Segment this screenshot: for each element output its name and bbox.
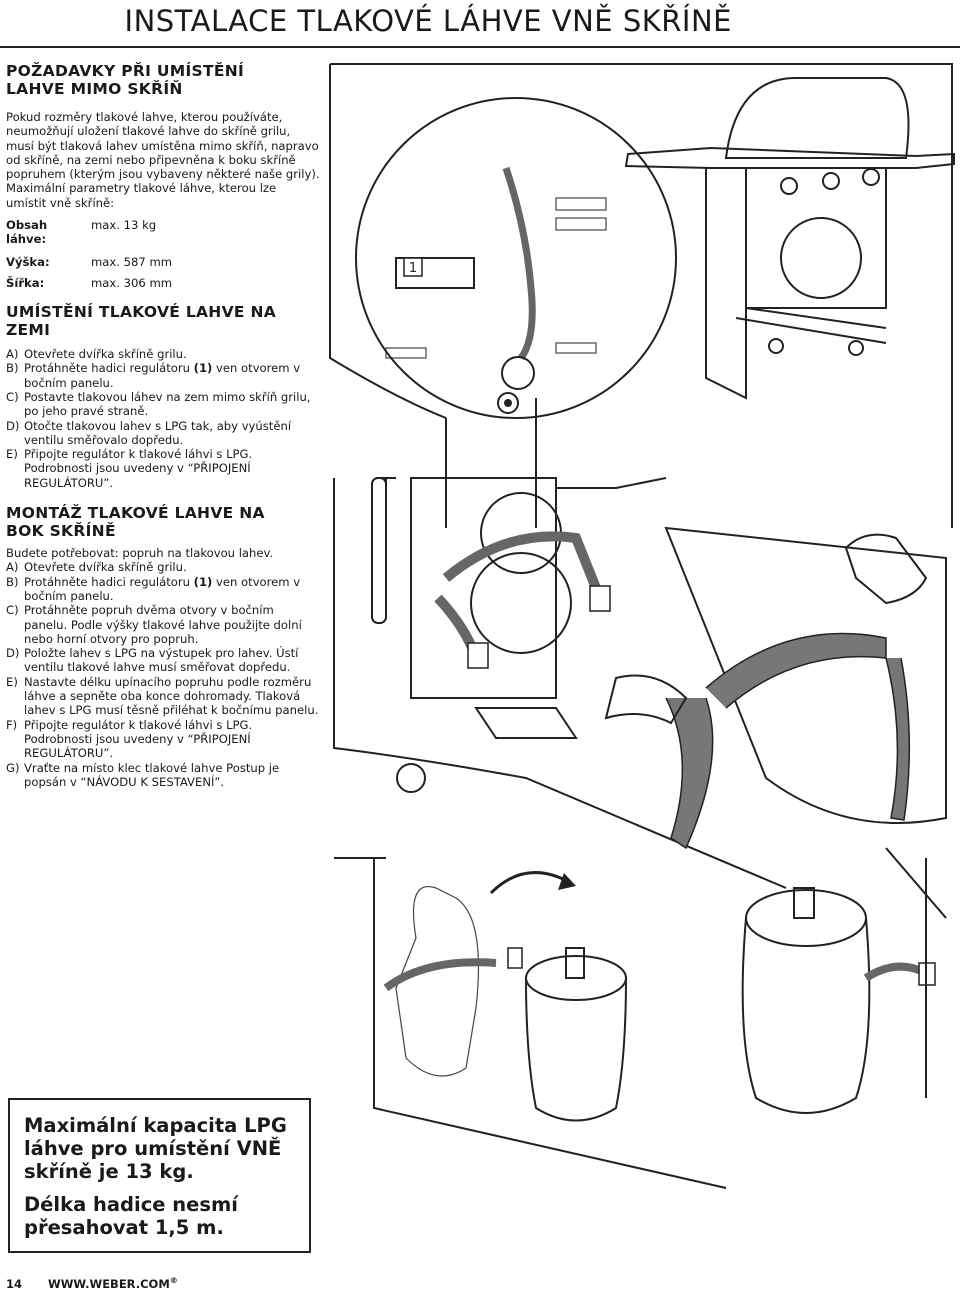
spec-row: Šířka: max. 306 mm — [6, 276, 320, 290]
list-item: E) Nastavte délku upínacího popruhu podle… — [6, 675, 320, 718]
list-item: G) Vraťte na místo klec tlakové lahve Pos… — [6, 761, 320, 790]
callout-label: 1 — [409, 261, 417, 276]
list-item: A) Otevřete dvířka skříně grilu. — [6, 347, 320, 361]
hand-icon — [844, 533, 928, 605]
step-letter: F) — [6, 717, 18, 732]
warning-hose-length: Délka hadice nesmí přesahovat 1,5 m. — [24, 1193, 238, 1239]
step-letter: D) — [6, 646, 20, 661]
list-item: D) Položte lahev s LPG na výstupek pro la… — [6, 646, 320, 675]
arrow-icon — [489, 871, 572, 895]
step-text: Připojte regulátor k tlakové láhvi s LPG… — [24, 447, 253, 490]
cylinder-ghost-icon — [395, 886, 480, 1077]
installation-illustration: 1 — [329, 63, 955, 1189]
spec-row: Výška: max. 587 mm — [6, 255, 320, 269]
step-letter: A) — [6, 347, 19, 362]
list-item: B) Protáhněte hadici regulátoru (1) ven o… — [6, 575, 320, 604]
step-text: Otevřete dvířka skříně grilu. — [24, 560, 187, 575]
spec-row: Obsah láhve: max. 13 kg — [6, 218, 320, 246]
cylinder-figure — [334, 847, 947, 1189]
step-letter: D) — [6, 418, 20, 433]
step-text: Otočte tlakovou lahev s LPG tak, aby vyú… — [24, 418, 292, 447]
regulator-icon — [501, 356, 535, 390]
buckle-icon — [589, 585, 611, 612]
step-text: Otevřete dvířka skříně grilu. — [24, 347, 187, 362]
step-letter: B) — [6, 574, 19, 589]
step-text: Položte lahev s LPG na výstupek pro lahe… — [24, 646, 299, 675]
list-item: B) Protáhněte hadici regulátoru (1) ven o… — [6, 361, 320, 390]
spec-label: Šířka: — [6, 276, 45, 291]
side-mount-intro: Budete potřebovat: popruh na tlakovou la… — [6, 546, 274, 561]
section-heading-requirements: POŽADAVKY PŘI UMÍSTĚNÍ LAHVE MIMO SKŘÍŇ — [6, 62, 245, 98]
step-text: Nastavte délku upínacího popruhu podle r… — [24, 674, 319, 718]
hand-icon — [604, 674, 688, 725]
side-mount-steps: A) Otevřete dvířka skříně grilu. B) Protáh… — [6, 560, 320, 789]
buckle-icon — [467, 642, 489, 669]
step-text: Protáhněte hadici regulátoru (1) ven otv… — [24, 361, 301, 390]
requirements-paragraph: Pokud rozměry tlakové lahve, kterou použ… — [6, 110, 320, 210]
valve-icon — [793, 887, 815, 919]
list-item: C) Protáhněte popruh dvěma otvory v boční… — [6, 603, 320, 646]
valve-icon — [565, 947, 585, 979]
step-text: Připojte regulátor k tlakové láhvi s LPG… — [24, 717, 253, 761]
spec-value: max. 587 mm — [91, 255, 173, 270]
side-mount-strap-figure — [333, 477, 947, 889]
website-link[interactable]: WWW.WEBER.COM — [48, 1276, 170, 1291]
spec-list: Obsah láhve: max. 13 kg Výška: max. 587 … — [6, 218, 320, 290]
footer: 14 WWW.WEBER.COM® — [6, 1276, 178, 1291]
header-bar — [0, 0, 960, 48]
step-letter: E) — [6, 674, 18, 689]
floor-steps: A) Otevřete dvířka skříně grilu. B) Protáh… — [6, 347, 320, 490]
section-heading-side-mount: MONTÁŽ TLAKOVÉ LAHVE NA BOK SKŘÍNĚ — [6, 504, 265, 541]
step-letter: A) — [6, 560, 19, 575]
step-letter: G) — [6, 760, 20, 775]
grill-icon — [624, 77, 955, 400]
list-item: E) Připojte regulátor k tlakové láhvi s L… — [6, 447, 320, 490]
callout-box — [403, 257, 423, 277]
list-item: F) Připojte regulátor k tlakové láhvi s L… — [6, 718, 320, 761]
spec-value: max. 306 mm — [91, 276, 173, 291]
step-text: Postavte tlakovou láhev na zem mimo skří… — [24, 389, 311, 419]
list-item: A) Otevřete dvířka skříně grilu. — [6, 560, 320, 574]
step-text: Protáhněte popruh dvěma otvory v bočním … — [24, 603, 302, 646]
step-letter: C) — [6, 389, 19, 404]
list-item: C) Postavte tlakovou láhev na zem mimo sk… — [6, 390, 320, 419]
step-letter: C) — [6, 603, 19, 618]
registered-mark: ® — [169, 1276, 178, 1285]
instructions-column: POŽADAVKY PŘI UMÍSTĚNÍ LAHVE MIMO SKŘÍŇ … — [6, 62, 320, 789]
warning-capacity: Maximální kapacita LPG láhve pro umístěn… — [24, 1114, 287, 1183]
page-number: 14 — [6, 1276, 23, 1291]
spec-label: Obsah láhve: — [6, 218, 48, 247]
list-item: D) Otočte tlakovou lahev s LPG tak, aby v… — [6, 419, 320, 448]
step-text: Vraťte na místo klec tlakové lahve Postu… — [24, 760, 280, 789]
spec-label: Výška: — [6, 255, 50, 270]
section-heading-floor: UMÍSTĚNÍ TLAKOVÉ LAHVE NA ZEMI — [6, 303, 277, 340]
step-text: Protáhněte hadici regulátoru (1) ven otv… — [24, 574, 301, 603]
capacity-warning-box: Maximální kapacita LPG láhve pro umístěn… — [8, 1098, 311, 1253]
spec-value: max. 13 kg — [91, 218, 157, 233]
zoom-circle — [355, 97, 677, 419]
step-letter: E) — [6, 447, 18, 462]
page-title: INSTALACE TLAKOVÉ LÁHVE VNĚ SKŘÍNĚ — [124, 4, 732, 38]
step-letter: B) — [6, 361, 19, 376]
grill-overview-figure: 1 — [329, 63, 955, 528]
